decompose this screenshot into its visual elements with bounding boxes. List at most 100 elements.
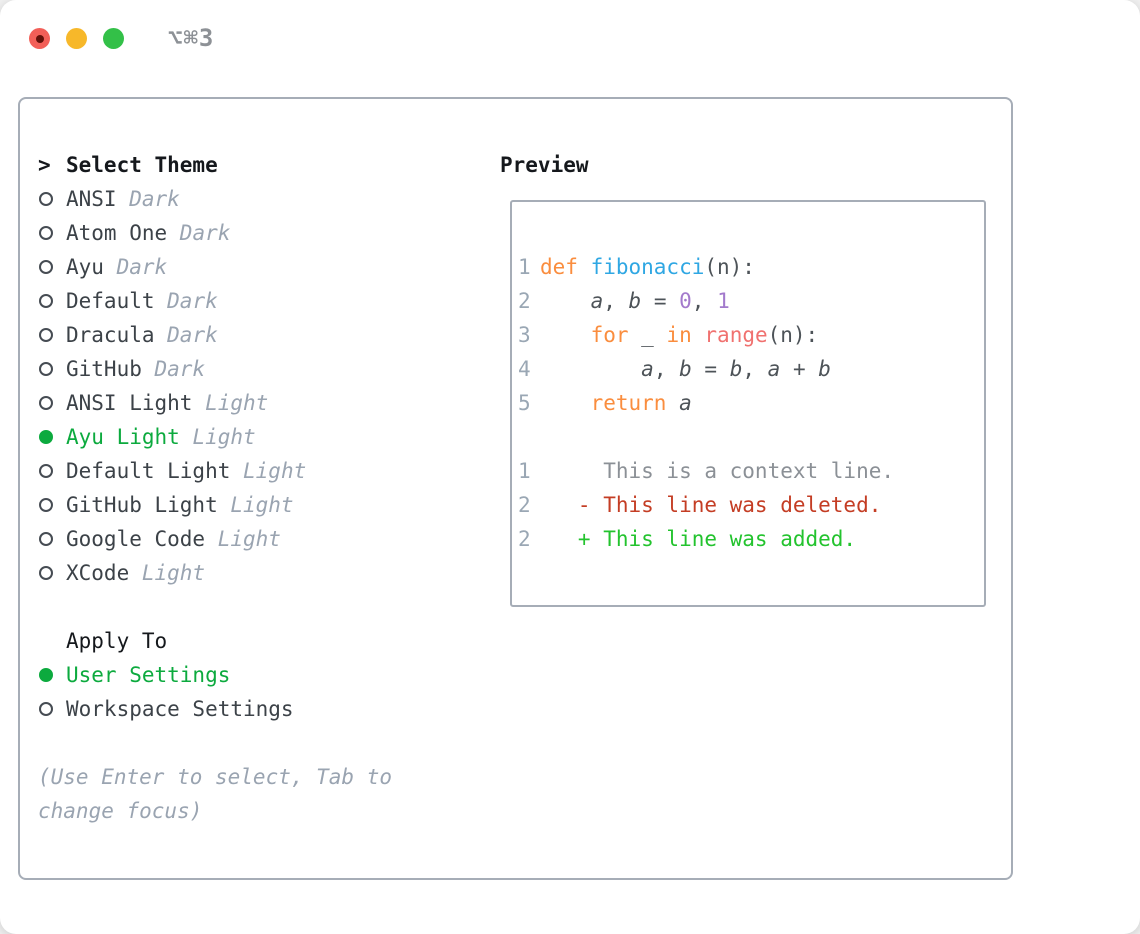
token-plain	[692, 323, 705, 347]
apply-option[interactable]: Workspace Settings	[38, 692, 498, 726]
radio-dot	[39, 362, 53, 376]
token-plain: (n):	[767, 323, 819, 347]
token-plain: (n):	[704, 255, 755, 279]
radio-icon	[38, 498, 66, 512]
token-keyword: return	[590, 391, 667, 415]
radio-dot	[39, 464, 53, 478]
option-label: Atom One	[66, 221, 168, 245]
theme-variant-label: Dark	[154, 357, 206, 381]
token-plain	[540, 289, 591, 313]
zoom-button[interactable]	[103, 28, 124, 49]
radio-dot	[39, 430, 53, 444]
prompt-icon: >	[38, 153, 51, 177]
radio-dot	[39, 668, 53, 682]
option-label: Default Light	[66, 459, 231, 483]
token-plain: +	[780, 357, 819, 381]
line-number: 1	[518, 255, 531, 279]
preview-line: 4 a, b = b, a + b	[518, 352, 984, 386]
token-deleted: - This line was deleted.	[540, 493, 882, 517]
apply-option[interactable]: User Settings	[38, 658, 498, 692]
spacer	[38, 726, 498, 760]
line-number: 1	[518, 459, 531, 483]
traffic-lights	[29, 28, 124, 49]
token-keyword: def	[540, 255, 591, 279]
token-keyword: in	[666, 323, 692, 347]
radio-dot	[39, 328, 53, 342]
token-plain: =	[691, 357, 730, 381]
code-text: for _ in range(n):	[540, 323, 819, 347]
titlebar: ⌥⌘3	[0, 0, 1140, 70]
option-label: User Settings	[66, 663, 231, 687]
line-number: 2	[518, 493, 531, 517]
radio-dot	[39, 294, 53, 308]
token-plain	[666, 391, 679, 415]
preview-line: 2 + This line was added.	[518, 522, 984, 556]
theme-variant-label: Dark	[179, 221, 231, 245]
option-label: Ayu	[66, 255, 104, 279]
radio-icon	[38, 260, 66, 274]
code-text: + This line was added.	[540, 527, 856, 551]
radio-dot	[39, 226, 53, 240]
option-label: ANSI Light	[66, 391, 193, 415]
radio-icon	[38, 192, 66, 206]
line-number: 2	[518, 527, 531, 551]
minimize-button[interactable]	[66, 28, 87, 49]
keyboard-hint: (Use Enter to select, Tab to change focu…	[38, 765, 393, 823]
close-button[interactable]	[29, 28, 50, 49]
option-label: GitHub Light	[66, 493, 218, 517]
theme-variant-label: Dark	[167, 289, 218, 313]
token-plain: ,	[653, 357, 680, 381]
window-title: ⌥⌘3	[168, 24, 215, 52]
token-plain	[540, 323, 591, 347]
token-keyword: for	[590, 323, 629, 347]
token-added: + This line was added.	[540, 527, 857, 551]
token-plain: ,	[691, 289, 718, 313]
theme-variant-label: Light	[192, 425, 256, 449]
token-variable: a	[590, 289, 604, 313]
theme-option[interactable]: Default Dark	[38, 284, 498, 318]
code-text: This is a context line.	[540, 459, 894, 483]
token-variable: b	[679, 357, 692, 381]
option-label: Default	[66, 289, 155, 313]
theme-variant-label: Dark	[167, 323, 218, 347]
record-dot-icon	[35, 34, 44, 43]
theme-option[interactable]: GitHub Light Light	[38, 488, 498, 522]
radio-selected-icon	[38, 430, 66, 444]
radio-icon	[38, 702, 66, 716]
token-plain: =	[641, 289, 680, 313]
line-number: 2	[518, 289, 531, 313]
theme-variant-label: Light	[230, 493, 294, 517]
radio-dot	[39, 396, 53, 410]
radio-icon	[38, 396, 66, 410]
option-label: ANSI	[66, 187, 117, 211]
theme-option[interactable]: Atom One Dark	[38, 216, 498, 250]
token-variable: a	[767, 357, 781, 381]
token-plain	[540, 391, 591, 415]
select-theme-header: > Select Theme	[38, 148, 498, 182]
spacer	[38, 590, 498, 624]
apply-to-title: Apply To	[66, 629, 168, 653]
theme-option[interactable]: ANSI Dark	[38, 182, 498, 216]
theme-variant-label: Dark	[129, 187, 180, 211]
radio-dot	[39, 498, 53, 512]
radio-selected-icon	[38, 668, 66, 682]
preview-line: 3 for _ in range(n):	[518, 318, 984, 352]
preview-line: 1 This is a context line.	[518, 454, 984, 488]
token-number: 0	[679, 289, 692, 313]
token-plain: ,	[603, 289, 629, 313]
